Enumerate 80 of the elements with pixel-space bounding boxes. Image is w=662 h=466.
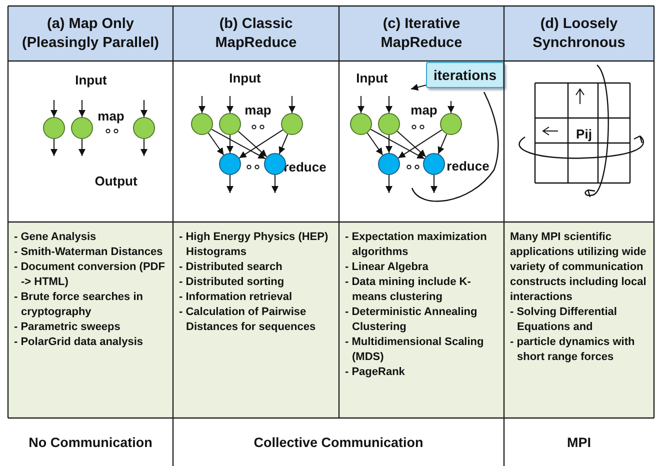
list-item: - Distributed search [179,260,284,275]
arrow [211,128,266,160]
list-item: - PolarGrid data analysis [14,334,144,350]
arrow [430,174,438,194]
paragraph: Many MPI scientific applications utilizing wide variety of communication constructs including local interactions [510,230,648,305]
arrow [50,100,58,118]
list-item: - Data mining include K-means clustering [345,274,472,305]
diagram-label: map [98,108,124,124]
arrow [226,96,234,114]
list-item: - Gene Analysis [14,230,98,245]
callout-box: iterations [426,62,504,88]
arrow [198,96,206,114]
arrow [140,138,148,156]
list-item: - particle dynamics with short range forces [510,334,636,365]
arrow [238,129,284,159]
footer-text: No Communication [28,434,152,450]
map-circle [378,113,400,135]
map-circle [71,117,93,139]
list-item: - Linear Algebra [345,260,430,275]
arrow [358,96,364,114]
arrow [370,128,425,160]
diagram-label: map [410,102,438,118]
arrow [386,96,392,114]
list-item: - Deterministic Annealing Clustering [345,304,478,335]
arrow [278,134,288,154]
diagram-label: Input [229,70,261,86]
arrow [50,138,58,156]
reduce-circle [423,153,445,175]
arrow [396,130,426,158]
header-cell: (d) Loosely Synchronous [504,6,654,61]
header-cell: (c) Iterative MapReduce [339,6,504,61]
reduce-circle [264,153,286,175]
map-circle [191,113,213,135]
footer-text: Collective Communication [254,434,424,450]
arrow [78,138,86,156]
list-item: - Solving Differential Equations and [510,304,618,335]
diagram-label: reduce [284,160,326,174]
map-circle [350,113,372,135]
list-item: - Brute force searches in cryptography [14,290,144,320]
diagram-label: map [244,102,272,118]
list-item: - PageRank [345,364,406,380]
arrow [208,132,224,156]
arrow [386,174,392,194]
map-circle [440,113,462,135]
header-cell: (a) Map Only (Pleasingly Parallel) [8,6,173,61]
arrow [288,96,296,114]
list-item: - Distributed sorting [179,274,286,290]
list-item: - Multidimensional Scaling (MDS) [345,334,485,365]
header-cell: (b) Classic MapReduce [173,6,339,61]
arrow [140,100,148,118]
arrow [438,134,448,154]
arrow [226,174,234,194]
map-circle [281,113,303,135]
reduce-circle [378,153,400,175]
map-circle [219,113,241,135]
arrow [386,134,392,154]
map-circle [133,117,155,139]
list-item: - Information retrieval [179,290,294,305]
footer-text: MPI [566,434,591,450]
arrow [448,100,454,114]
arrow [410,84,426,91]
arrow [226,134,234,154]
list-item: - High Energy Physics (HEP) Histograms [179,230,330,260]
diagram-label: Input [75,72,107,88]
diagram-label: reduce [446,158,490,174]
reduce-circle [219,153,241,175]
arrow [366,132,384,156]
diagram-label: Output [94,174,138,188]
list-item: - Smith-Waterman Distances [14,244,164,260]
map-circle [43,117,65,139]
arrow [398,129,442,159]
list-item: - Parametric sweeps [14,320,122,335]
list-item: - Calculation of Pairwise Distances for sequences [179,304,317,335]
list-item: - Expectation maximization algorithms [345,230,488,260]
arrow [78,100,86,118]
diagram-label: Pij [576,126,592,142]
arrow [238,130,268,158]
arrow [272,174,278,194]
list-item: - Document conversion (PDF -> HTML) [14,260,166,290]
diagram-label: Input [356,70,388,86]
